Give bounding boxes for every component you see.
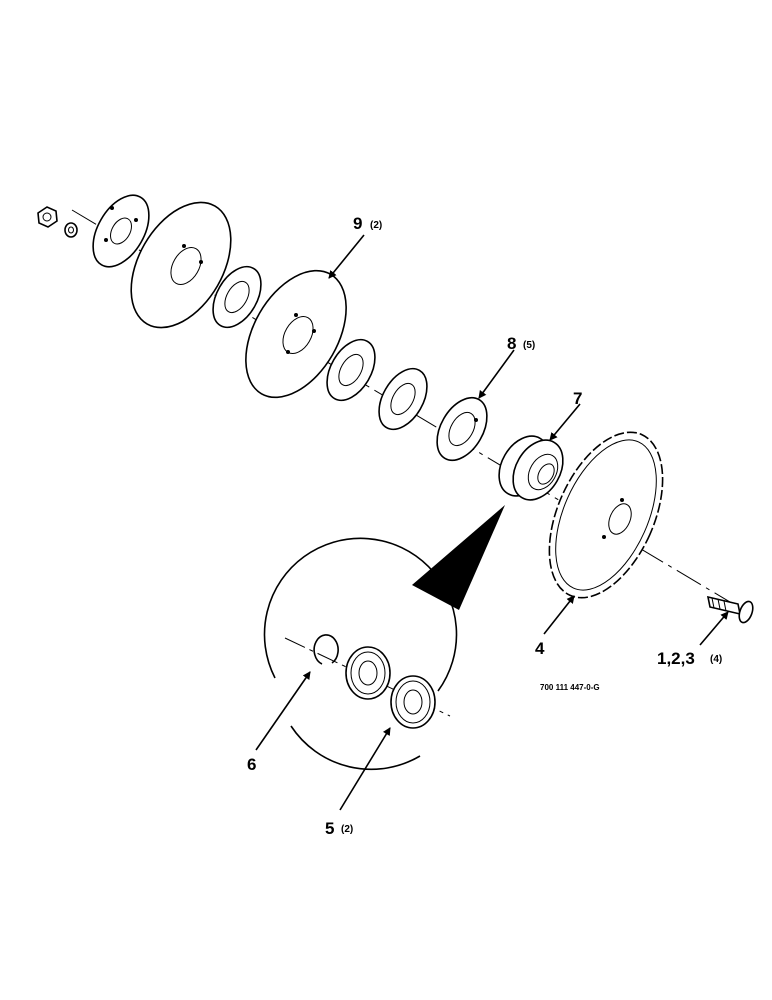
- callout-number: 9: [353, 214, 362, 233]
- nut: [37, 206, 58, 228]
- callout-number: 6: [247, 755, 256, 774]
- snap-ring: [313, 634, 339, 665]
- callout-4: 4: [535, 639, 545, 658]
- ball-bearing-2: [390, 675, 436, 729]
- spacer-ring-2: [326, 338, 376, 402]
- callout-1-2-3: 1,2,3 (4): [657, 649, 722, 668]
- ball-bearing-1: [345, 646, 391, 700]
- callout-number: 8: [507, 334, 516, 353]
- flange-plate-outer: [92, 194, 150, 268]
- callout-6: 6: [247, 755, 256, 774]
- bolt: [706, 595, 754, 624]
- callout-quantity: (5): [523, 340, 535, 351]
- disc-1: [130, 201, 232, 329]
- callout-quantity: (2): [341, 824, 353, 835]
- leader-lines: [255, 234, 729, 811]
- callout-7: 7: [573, 389, 582, 408]
- callout-number: 1,2,3: [657, 649, 695, 668]
- spacer-ring-1: [212, 265, 262, 329]
- callout-number: 7: [573, 389, 582, 408]
- callout-5: 5 (2): [325, 819, 353, 838]
- spacer-ring-4: [436, 396, 488, 462]
- callout-quantity: (2): [370, 220, 382, 231]
- callout-number: 5: [325, 819, 334, 838]
- spacer-ring-3: [378, 367, 428, 431]
- callout-quantity: (4): [710, 654, 722, 665]
- callout-number: 4: [535, 639, 545, 658]
- drawing-number: 700 111 447-0-G: [540, 683, 600, 692]
- detail-cone: [412, 505, 505, 610]
- lock-washer: [64, 222, 78, 238]
- callout-9: 9 (2): [353, 214, 382, 233]
- bearing-hub: [498, 435, 564, 501]
- callout-8: 8 (5): [507, 334, 535, 353]
